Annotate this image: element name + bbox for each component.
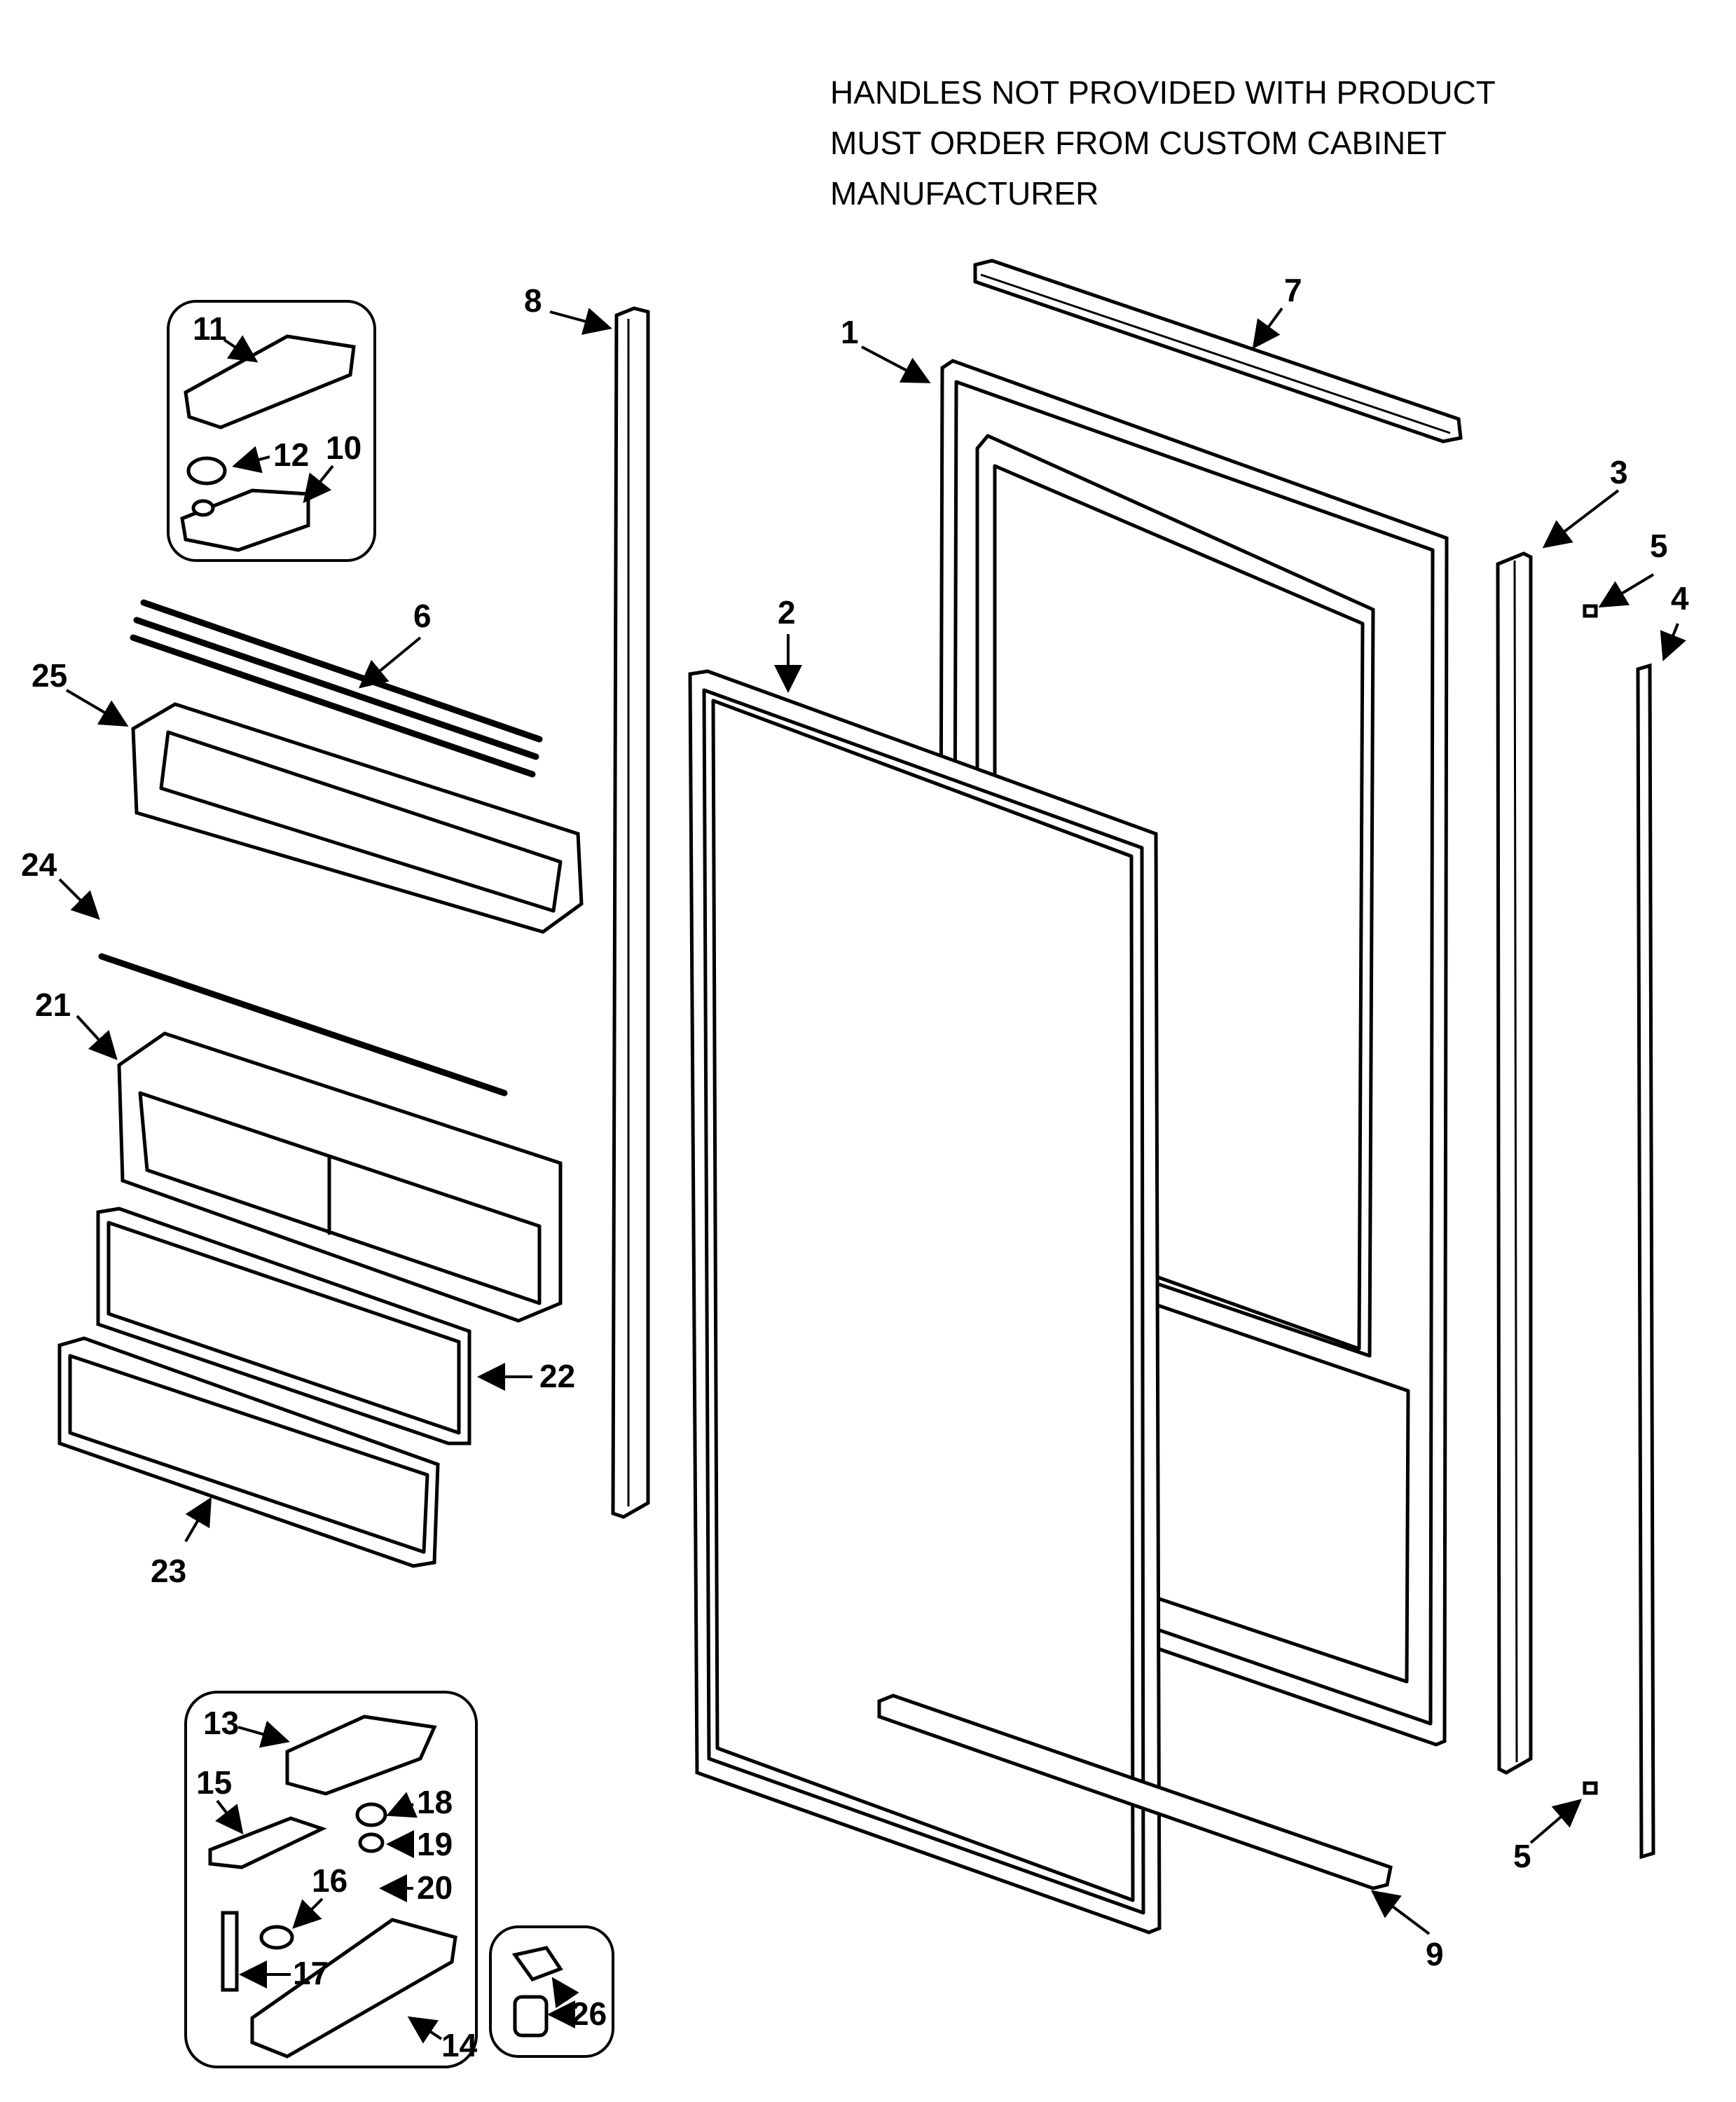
callout-21: 21 <box>35 987 71 1023</box>
top-hinge-inset <box>167 300 376 562</box>
callout-10: 10 <box>326 430 361 466</box>
bottom-trim-strip <box>877 1694 1393 1890</box>
callout-6: 6 <box>413 598 432 634</box>
callout-13: 13 <box>203 1705 239 1741</box>
callout-3: 3 <box>1610 454 1628 490</box>
callout-20: 20 <box>417 1869 453 1906</box>
callout-16: 16 <box>312 1862 347 1899</box>
note-line-2: MUST ORDER FROM CUSTOM CABINET <box>830 125 1447 161</box>
handles-note: HANDLES NOT PROVIDED WITH PRODUCT MUST O… <box>830 74 1496 212</box>
callout-26: 26 <box>571 1995 607 2032</box>
door-bin-25 <box>131 702 584 934</box>
door-gasket <box>688 669 1162 1935</box>
callout-8: 8 <box>524 282 542 319</box>
callout-11: 11 <box>193 310 227 347</box>
door-bin-21 <box>117 1031 563 1323</box>
part-26-inset <box>489 1925 614 2058</box>
leader-lines <box>58 307 1686 2044</box>
clip-bottom <box>1583 1781 1598 1795</box>
callout-19: 19 <box>417 1826 453 1862</box>
callout-4: 4 <box>1671 580 1689 617</box>
callout-23: 23 <box>151 1553 186 1589</box>
callout-22: 22 <box>539 1358 575 1394</box>
callout-17: 17 <box>293 1955 329 1991</box>
callout-18: 18 <box>417 1784 453 1820</box>
bin-panel-22 <box>96 1207 471 1445</box>
shelf-bar-6 <box>130 599 543 778</box>
right-side-strip <box>1496 551 1533 1775</box>
left-strip <box>611 306 650 1519</box>
callout-25: 25 <box>32 657 67 694</box>
bottom-hinge-inset <box>184 1691 478 2068</box>
callout-9: 9 <box>1426 1936 1444 1972</box>
bin-front-23 <box>57 1336 440 1568</box>
callout-7: 7 <box>1284 272 1302 308</box>
callout-5-top: 5 <box>1650 528 1668 564</box>
shelf-bar-24 <box>98 953 508 1097</box>
clip-top <box>1583 604 1598 618</box>
callout-12: 12 <box>273 437 309 473</box>
callout-numbers: 1 2 3 4 5 5 6 7 8 9 10 11 12 13 14 15 16… <box>21 272 1689 2063</box>
top-trim-strip <box>973 259 1463 444</box>
note-line-3: MANUFACTURER <box>830 175 1098 212</box>
callout-5-bottom: 5 <box>1513 1838 1531 1874</box>
callout-1: 1 <box>841 314 859 350</box>
note-line-1: HANDLES NOT PROVIDED WITH PRODUCT <box>830 74 1496 111</box>
callout-24: 24 <box>21 846 57 883</box>
callout-14: 14 <box>441 2027 478 2063</box>
callout-15: 15 <box>196 1764 232 1801</box>
callout-2: 2 <box>778 594 796 631</box>
right-thin-strip <box>1636 663 1655 1860</box>
